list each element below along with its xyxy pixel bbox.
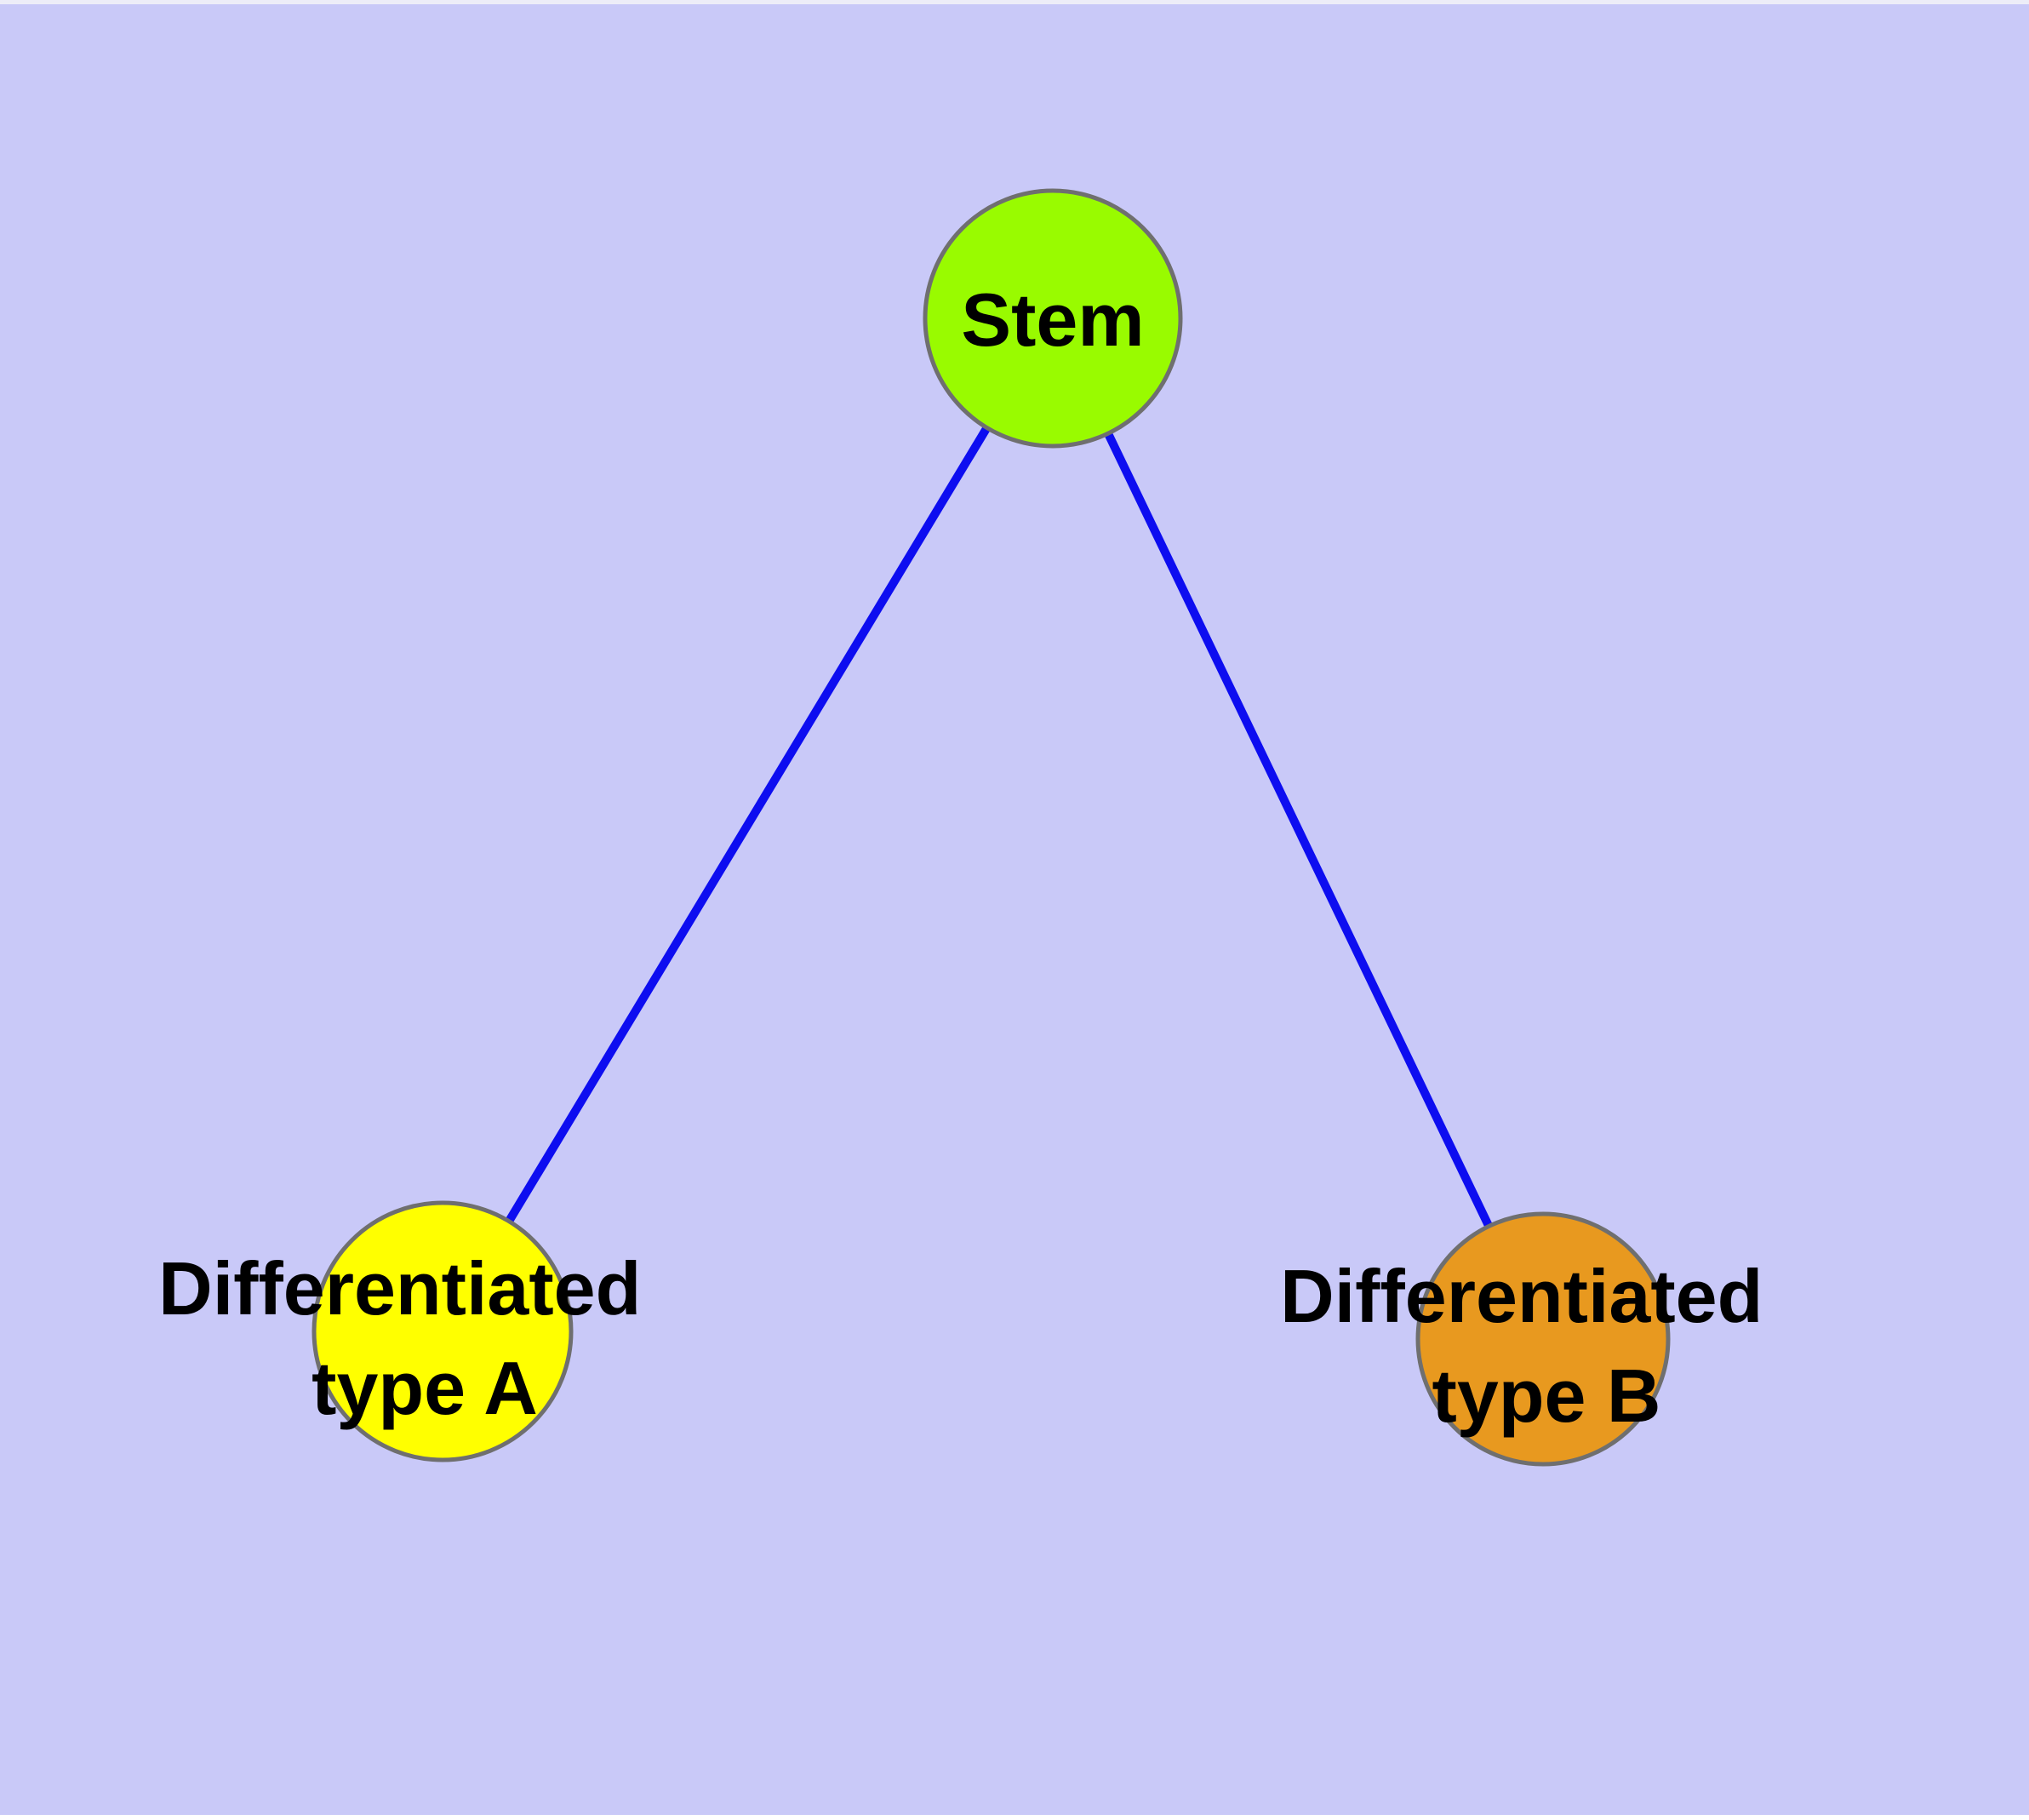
type-b-node[interactable] bbox=[1415, 1211, 1671, 1467]
type-b-label-line1: Differentiated bbox=[1280, 1254, 1763, 1338]
stem-node-label: Stem bbox=[961, 278, 1144, 362]
stem-node[interactable] bbox=[923, 188, 1183, 449]
type-a-label-line2: type A bbox=[311, 1346, 538, 1430]
type-a-node[interactable] bbox=[311, 1200, 574, 1462]
edge-stem-to-type-b bbox=[1049, 316, 1547, 1342]
type-a-node-label: Differentiated type A bbox=[158, 1246, 662, 1430]
top-strip bbox=[0, 0, 2029, 4]
type-b-label-line2: type B bbox=[1432, 1354, 1661, 1438]
type-a-label-line1: Differentiated bbox=[158, 1246, 641, 1331]
type-b-node-label: Differentiated type B bbox=[1280, 1254, 1784, 1438]
bottom-strip bbox=[0, 1815, 2029, 1820]
edge-stem-to-type-a bbox=[438, 316, 1057, 1334]
